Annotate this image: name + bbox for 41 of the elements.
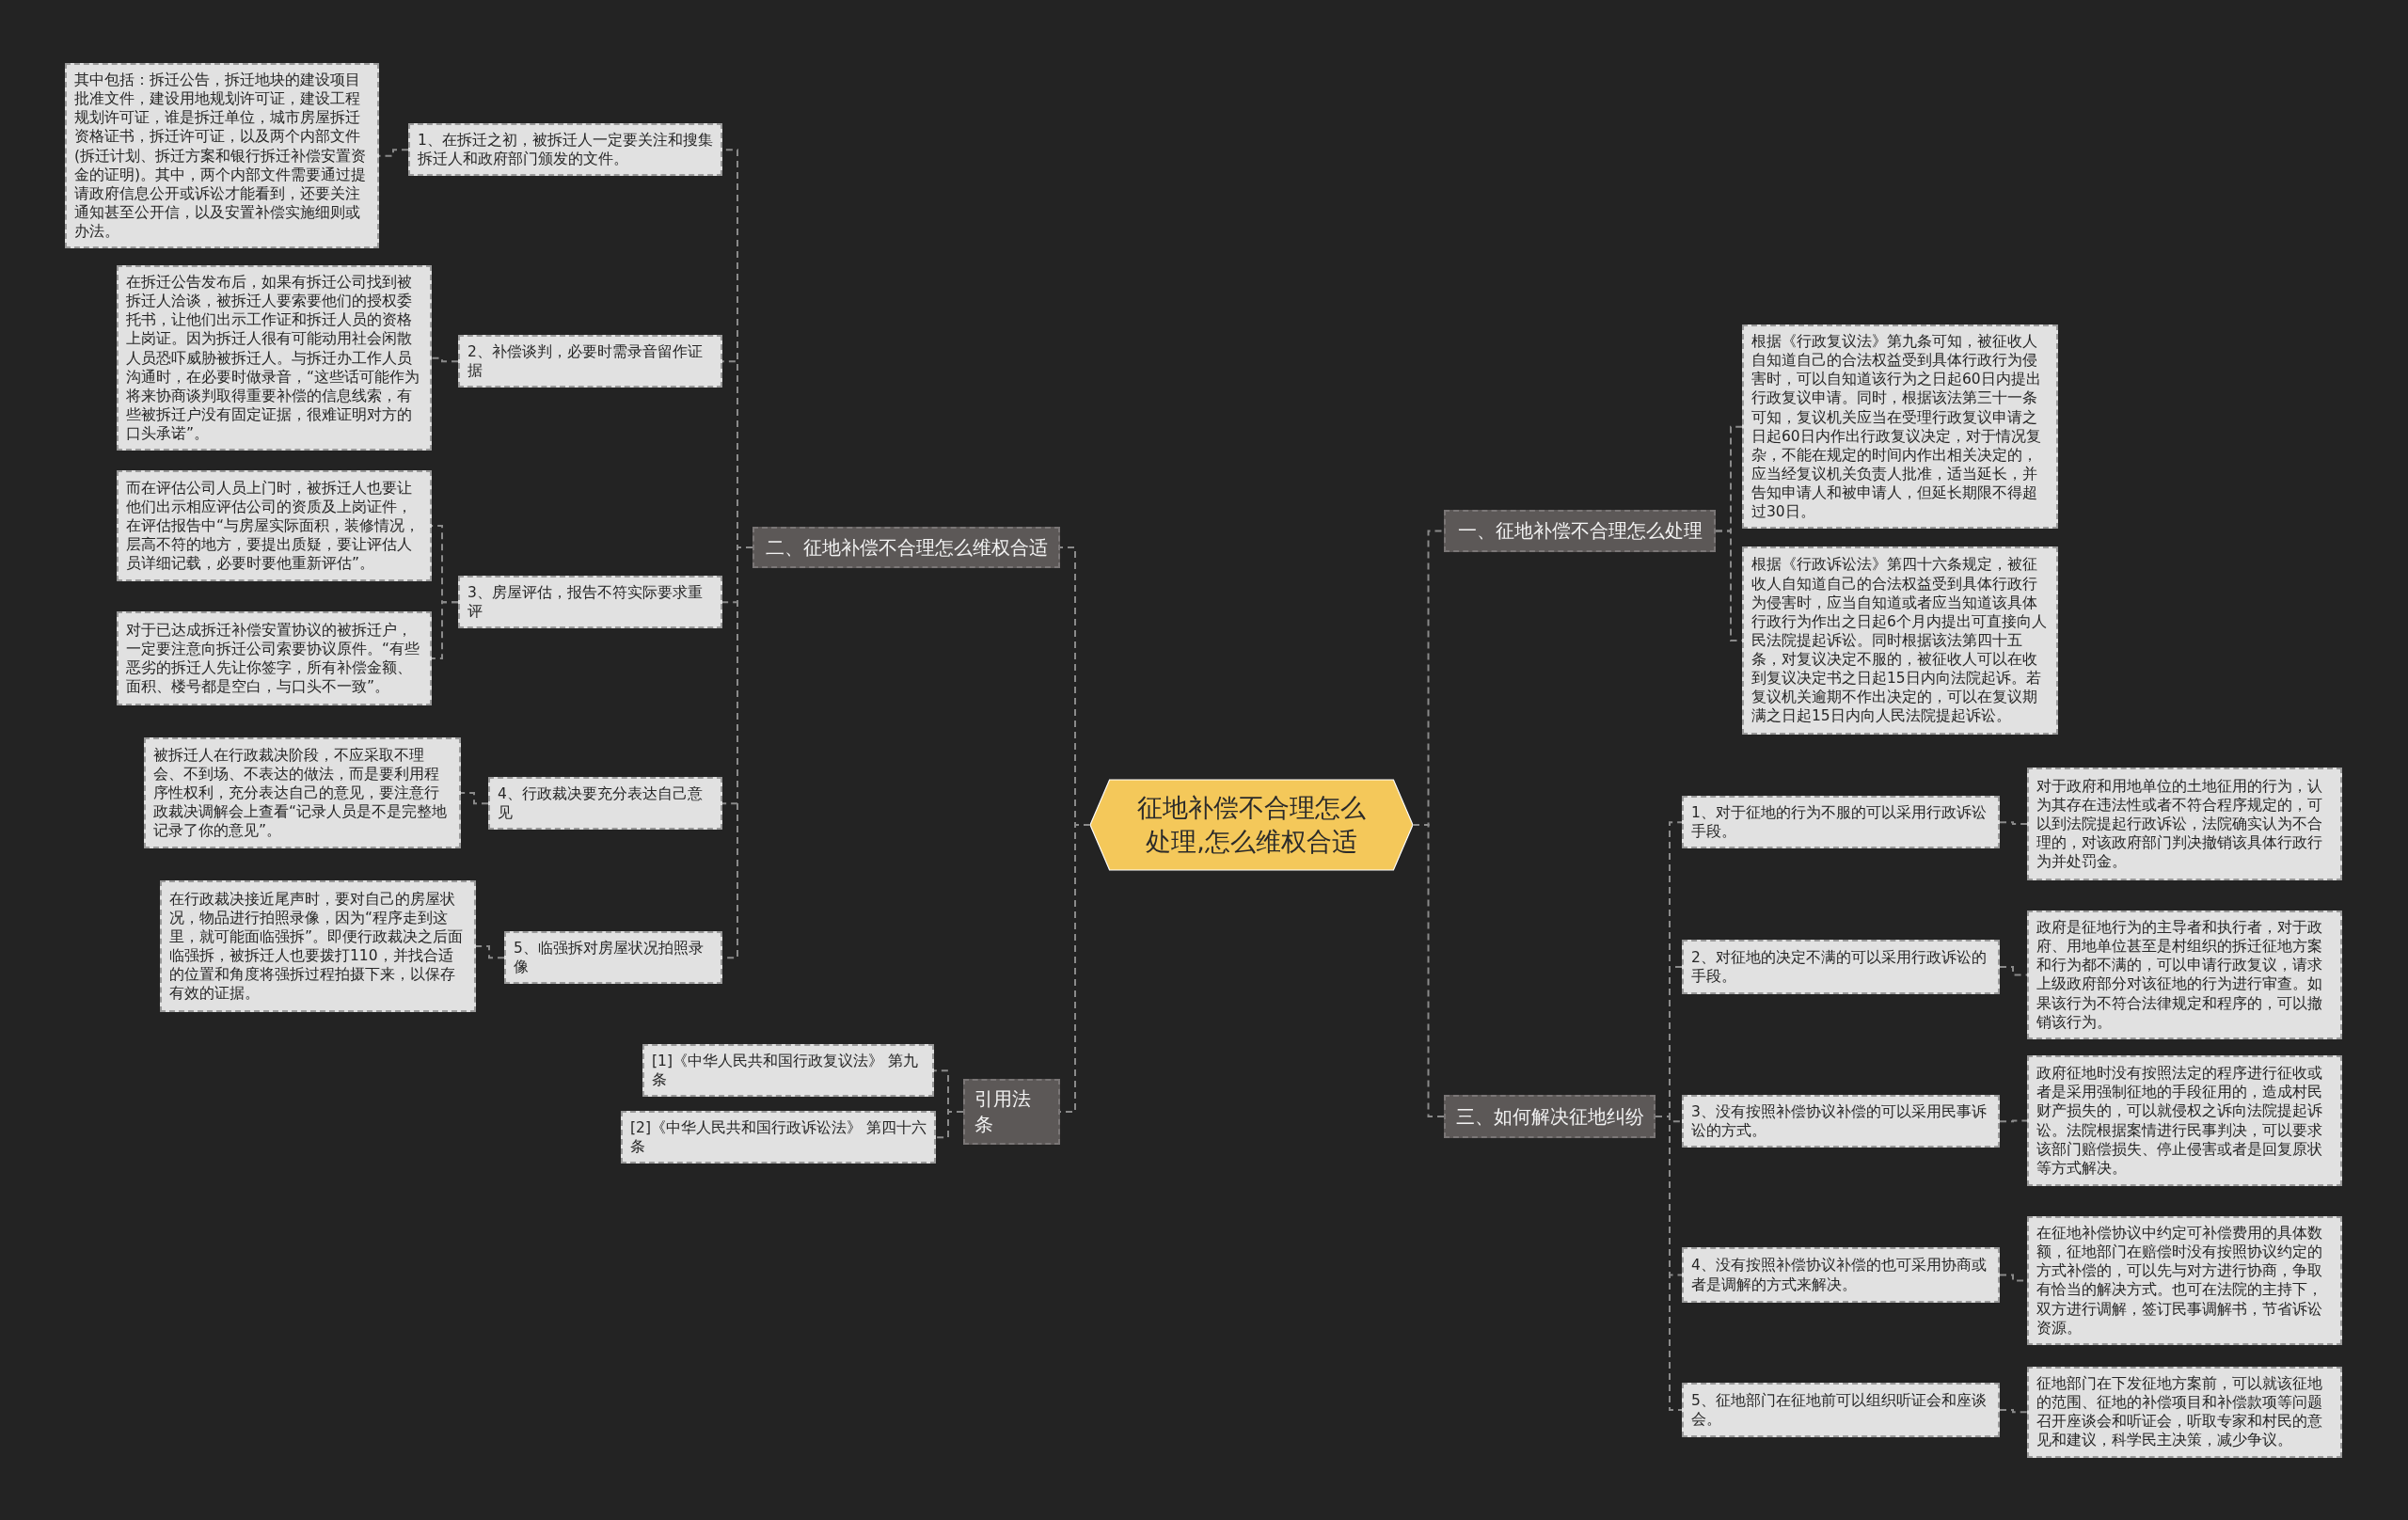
connector-line	[935, 1111, 964, 1139]
detail-text-box: 对于政府和用地单位的土地征用的行为，认为其存在违法性或者不符合程序规定的，可以到法院提起行政诉讼，法院确实认为不合理的，对该政府部门判决撤销该具体行政行为并处罚金。	[2027, 768, 2342, 880]
subtopic-box: 2、补偿谈判，必要时需录音留作证据	[458, 335, 722, 388]
detail-text-box: 政府是征地行为的主导者和执行者，对于政府、用地单位甚至是村组织的拆迁征地方案和行为都不满的，可以申请行政复议，请求上级政府部分对该征地的行为进行审查。如果该行为不符合法律规定和程序的，可以撤销该行为。	[2027, 910, 2342, 1039]
connector-line	[1999, 1409, 2028, 1414]
detail-text-box: 征地部门在下发征地方案前，可以就该征地的范围、征地的补偿项目和补偿款项等问题召开座谈会和听证会，听取专家和村民的意见和建议，科学民主决策，减少争议。	[2027, 1367, 2342, 1458]
connector-line	[431, 356, 459, 363]
subtopic-box: 3、房屋评估，报告不符实际要求重评	[458, 576, 722, 629]
subtopic-box: 1、在拆迁之初，被拆迁人一定要关注和搜集拆迁人和政府部门颁发的文件。	[408, 123, 722, 177]
connector-line	[460, 792, 489, 805]
connector-line	[1655, 1116, 1683, 1411]
subtopic-box: 3、没有按照补偿协议补偿的可以采用民事诉讼的方式。	[1682, 1095, 2000, 1148]
detail-text-box: 被拆迁人在行政裁决阶段，不应采取不理会、不到场、不表达的做法，而是要利用程序性权利，充分表达自己的意见，要注意行政裁决调解会上查看“记录人员是不是完整地记录了你的意见”。	[144, 737, 461, 848]
detail-text-box: 在征地补偿协议中约定可补偿费用的具体数额，征地部门在赔偿时没有按照协议约定的方式补偿的，可以先与对方进行协商，争取有恰当的解决方式。也可在法院的主持下，双方进行调解，签订民事调解书，节省诉讼资源。	[2027, 1216, 2342, 1345]
detail-text-box: 在拆迁公告发布后，如果有拆迁公司找到被拆迁人洽谈，被拆迁人要索要他们的授权委托书，让他们出示工作证和拆迁人员的资格上岗证。因为拆迁人很有可能动用社会闲散人员恐吓威胁被拆迁人。与拆迁办工作人员沟通时，在必要时做录音，“这些话可能作为将来协商谈判取得重要补偿的信息线索，有些被拆迁户没有固定证据，很难证明对方的口头承诺”。	[117, 265, 432, 451]
subtopic-box: [1]《中华人民共和国行政复议法》 第九条	[642, 1044, 934, 1098]
central-topic-hexagon: 征地补偿不合理怎么处理,怎么维权合适	[1090, 779, 1413, 871]
subtopic-box: 2、对征地的决定不满的可以采用行政诉讼的手段。	[1682, 940, 2000, 994]
detail-text-box: 政府征地时没有按照法定的程序进行征收或者是采用强制征地的手段征用的，造成村民财产损失的，可以就侵权之诉向法院提起诉讼。法院根据案情进行民事判决，可以要求该部门赔偿损失、停止侵害或者是回复原状等方式解决。	[2027, 1055, 2342, 1186]
branch-topic-box: 二、征地补偿不合理怎么维权合适	[752, 527, 1060, 568]
detail-text-box: 对于已达成拆迁补偿安置协议的被拆迁户，一定要注意向拆迁公司索要协议原件。“有些恶劣的拆迁人先让你签字，所有补偿金额、面积、楼号都是空白，与口头不一致”。	[117, 611, 432, 705]
connector-line	[1412, 824, 1445, 1117]
subtopic-box: [2]《中华人民共和国行政诉讼法》 第四十六条	[621, 1111, 936, 1164]
detail-text-box: 根据《行政诉讼法》第四十六条规定，被征收人自知道自己的合法权益受到具体行政行为侵害时，应当自知道或者应当知道该具体行政行为作出之日起6个月内提出可直接向人民法院提起诉讼。同时根据该法第四十五条，对复议决定不服的，被征收人可以在收到复议决定书之日起15日内向法院起诉。若复议机关逾期不作出决定的，可以在复议期满之日起15日内向人民法院提起诉讼。	[1742, 546, 2058, 735]
branch-topic-box: 一、征地补偿不合理怎么处理	[1444, 510, 1716, 552]
detail-text-box: 而在评估公司人员上门时，被拆迁人也要让他们出示相应评估公司的资质及上岗证件，在评估报告中“与房屋实际面积，装修情况，层高不符的地方，要提出质疑，要让评估人员详细记载，必要时要他重新评估”。	[117, 470, 432, 581]
subtopic-box: 5、征地部门在征地前可以组织听证会和座谈会。	[1682, 1383, 2000, 1437]
branch-topic-box: 引用法条	[963, 1079, 1060, 1145]
connector-line	[1999, 1119, 2028, 1123]
detail-text-box: 在行政裁决接近尾声时，要对自己的房屋状况，物品进行拍照录像，因为“程序走到这里，就可能面临强拆”。即便行政裁决之后面临强拆，被拆迁人也要拨打110，并找合适的位置和角度将强拆过程拍摄下来，以保存有效的证据。	[160, 880, 476, 1012]
subtopic-box: 4、没有按照补偿协议补偿的也可采用协商或者是调解的方式来解决。	[1682, 1247, 2000, 1303]
detail-text-box: 根据《行政复议法》第九条可知，被征收人自知道自己的合法权益受到具体行政行为侵害时，可以自知道该行为之日起60日内提出行政复议申请。同时，根据该法第三十一条可知，复议机关应当在受理行政复议申请之日起60日内作出行政复议决定，对于情况复杂，不能在规定的时间内作出相关决定的，应当经复议机关负责人批准，适当延长，并告知申请人和被申请人，但延长期限不得超过30日。	[1742, 325, 2058, 530]
subtopic-box: 1、对于征地的行为不服的可以采用行政诉讼手段。	[1682, 796, 2000, 849]
subtopic-box: 4、行政裁决要充分表达自己意见	[488, 777, 722, 831]
detail-text-box: 其中包括：拆迁公告，拆迁地块的建设项目批准文件，建设用地规划许可证，建设工程规划许可证，谁是拆迁单位，城市房屋拆迁资格证书，拆迁许可证，以及两个内部文件(拆迁计划、拆迁方案和银行拆迁补偿安置资金的证明)。其中，两个内部文件需要通过提请政府信息公开或诉讼才能看到，还要关注通知甚至公开信，以及安置补偿实施细则或办法。	[65, 63, 379, 249]
branch-topic-box: 三、如何解决征地纠纷	[1444, 1095, 1656, 1138]
connector-line	[475, 945, 505, 959]
connector-line	[1999, 821, 2028, 825]
connector-line	[1999, 966, 2028, 976]
subtopic-box: 5、临强拆对房屋状况拍照录像	[504, 931, 722, 985]
connector-line	[431, 601, 459, 659]
